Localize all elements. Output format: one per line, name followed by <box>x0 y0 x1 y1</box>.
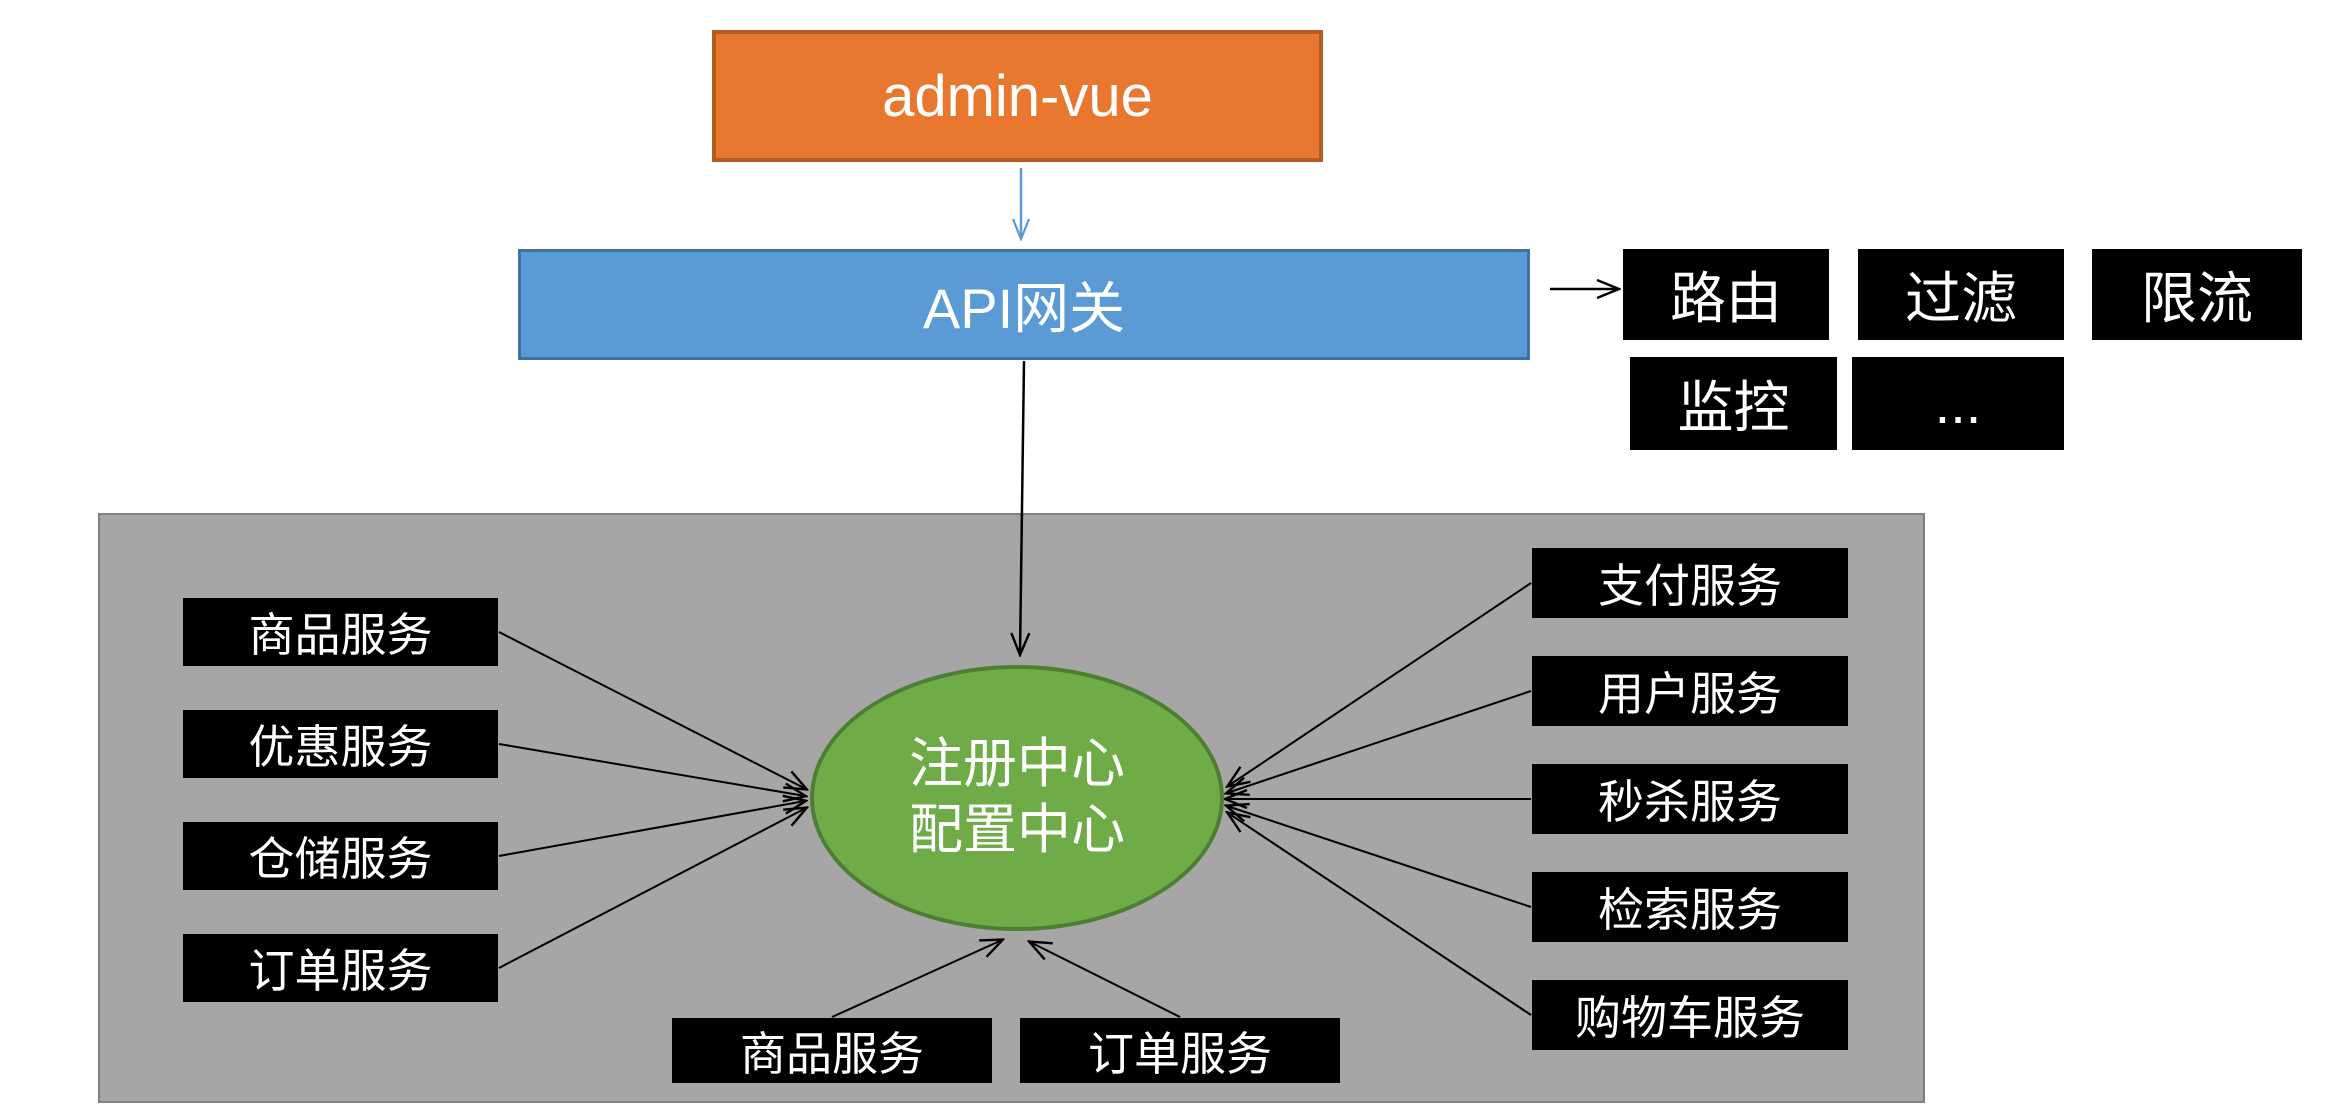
arrow-payment-to-registry <box>1228 582 1532 786</box>
registry-center-label: 注册中心 <box>909 734 1125 795</box>
arrow-warehouse-to-registry <box>498 801 805 857</box>
service-box-product: 商品服务 <box>183 598 498 666</box>
feature-box-filter: 过滤 <box>1858 249 2064 340</box>
arrow-user-to-registry <box>1227 690 1532 793</box>
arrow-cart-to-registry <box>1228 813 1532 1016</box>
api-gateway-node: API网关 <box>518 249 1530 360</box>
service-box-user: 用户服务 <box>1532 656 1848 726</box>
arrow-coupon-to-registry <box>498 743 805 796</box>
service-box-payment: 支付服务 <box>1532 548 1848 618</box>
arrow-search-to-registry <box>1227 806 1532 908</box>
registry-config-center-node: 注册中心 配置中心 <box>810 665 1224 931</box>
service-box-product-bottom: 商品服务 <box>672 1018 992 1083</box>
arrow-order-to-registry <box>498 808 806 969</box>
service-box-search: 检索服务 <box>1532 872 1848 942</box>
arrow-bottom-order-to-registry <box>1030 942 1181 1018</box>
service-box-order: 订单服务 <box>183 934 498 1002</box>
config-center-label: 配置中心 <box>909 800 1125 860</box>
feature-box-monitor: 监控 <box>1630 357 1837 450</box>
client-node-admin-vue: admin-vue <box>712 30 1323 162</box>
service-box-cart: 购物车服务 <box>1532 980 1848 1050</box>
service-box-warehouse: 仓储服务 <box>183 822 498 890</box>
arrow-product-to-registry <box>498 631 806 789</box>
feature-box-more: ... <box>1852 357 2064 450</box>
feature-box-routing: 路由 <box>1623 249 1829 340</box>
feature-box-rate-limit: 限流 <box>2092 249 2302 340</box>
service-box-seckill: 秒杀服务 <box>1532 764 1848 834</box>
service-box-order-bottom: 订单服务 <box>1020 1018 1340 1083</box>
service-box-coupon: 优惠服务 <box>183 710 498 778</box>
arrow-bottom-product-to-registry <box>831 940 1002 1018</box>
arrow-gateway-to-registry <box>1020 360 1024 654</box>
